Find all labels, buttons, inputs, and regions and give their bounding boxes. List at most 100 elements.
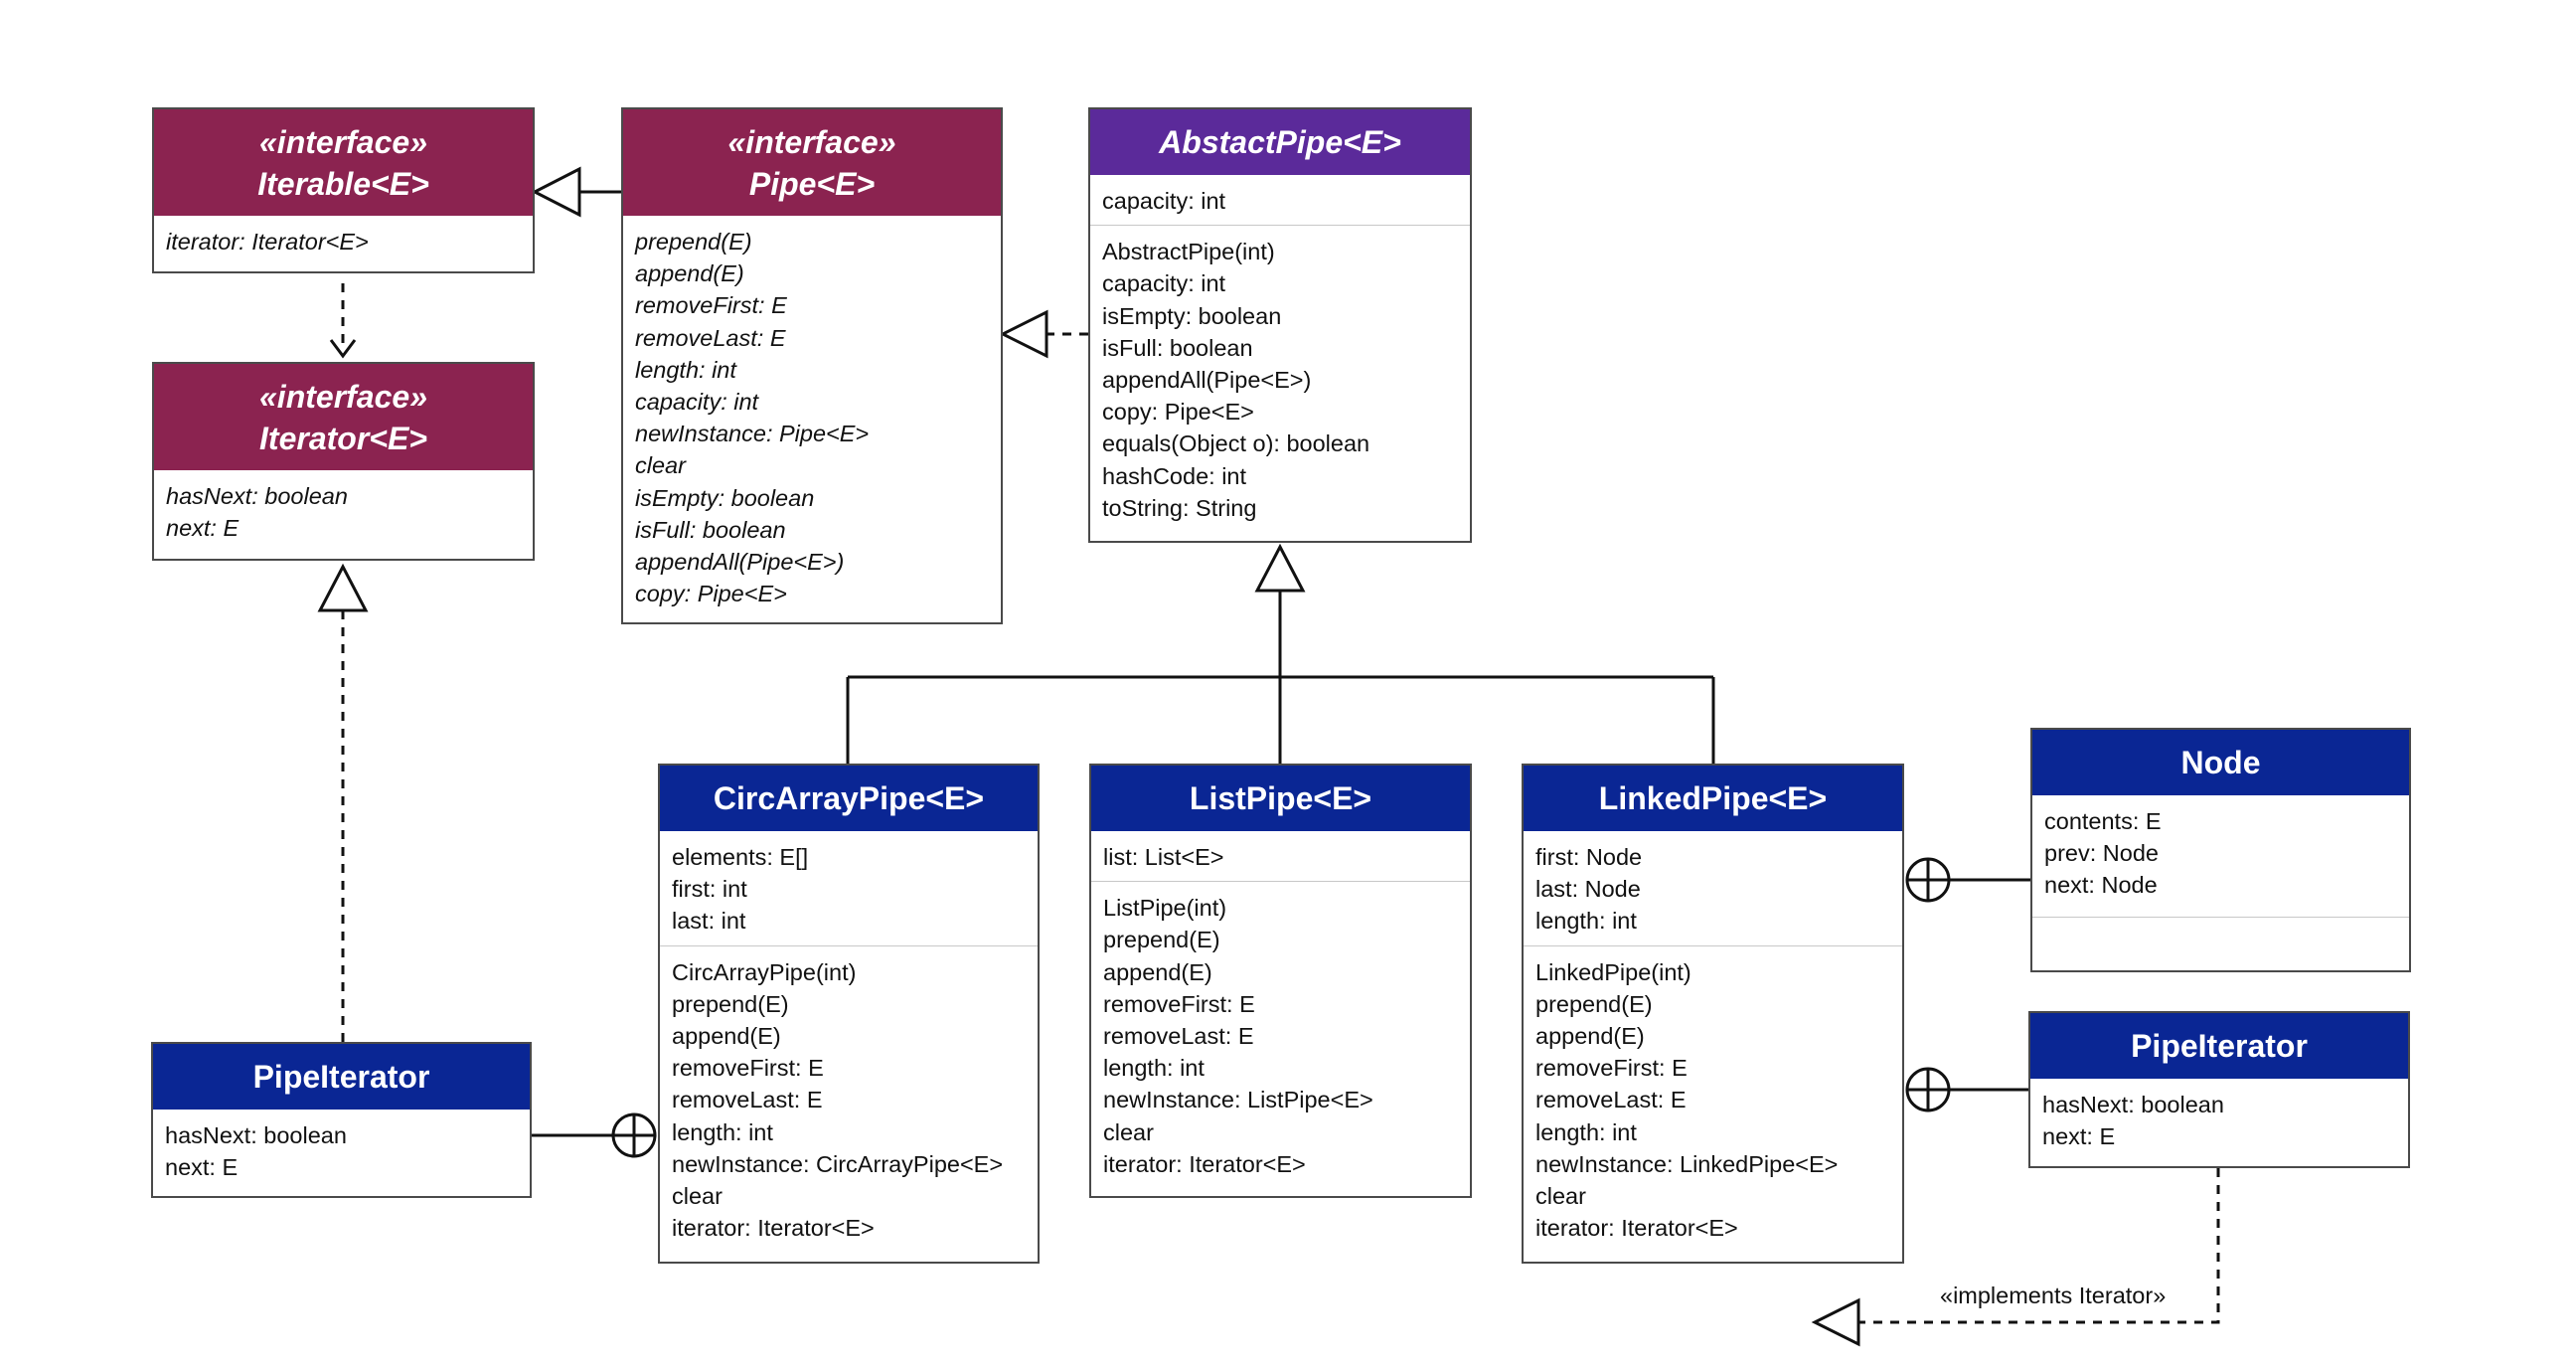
operation: append(E) xyxy=(635,260,744,287)
operation: isEmpty: boolean xyxy=(635,484,815,511)
operation: equals(Object o): boolean xyxy=(1102,430,1370,457)
implements-iterator-arrowhead xyxy=(1811,1297,1860,1347)
attribute: next: Node xyxy=(2044,872,2158,899)
operation: copy: Pipe<E> xyxy=(635,581,787,607)
operation: prepend(E) xyxy=(1535,990,1653,1017)
operation: length: int xyxy=(1103,1055,1205,1082)
class-name: PipeIterator xyxy=(252,1059,430,1095)
attribute: first: Node xyxy=(1535,844,1643,870)
listpipe-class-box: ListPipe<E> list: List<E> ListPipe(int) … xyxy=(1089,764,1472,1198)
attributes-section: iterator: Iterator<E> xyxy=(154,216,533,265)
implements-iterator-elbow-line xyxy=(1858,1168,2220,1324)
circarraypipe-header: CircArrayPipe<E> xyxy=(660,766,1038,831)
iterator-interface-box: «interface» Iterator<E> hasNext: boolean… xyxy=(152,362,535,561)
attributes-section: list: List<E> xyxy=(1091,831,1470,881)
iterable-header: «interface» Iterable<E> xyxy=(154,109,533,216)
operation: prepend(E) xyxy=(1103,927,1220,953)
pipe-header: «interface» Pipe<E> xyxy=(623,109,1001,216)
iterator-header: «interface» Iterator<E> xyxy=(154,364,533,470)
operation: iterator: Iterator<E> xyxy=(1103,1150,1306,1177)
operation: removeLast: E xyxy=(635,324,786,351)
stereotype-label: «interface» xyxy=(259,378,427,415)
circarraypipe-class-box: CircArrayPipe<E> elements: E[] first: in… xyxy=(658,764,1040,1264)
iterable-uses-iterator-arrowhead xyxy=(329,339,357,359)
abstractpipe-class-box: AbstactPipe<E> capacity: int AbstractPip… xyxy=(1088,107,1472,543)
linkedpipe-header: LinkedPipe<E> xyxy=(1524,766,1902,831)
attributes-section: capacity: int xyxy=(1090,175,1470,225)
operation: removeFirst: E xyxy=(1535,1055,1688,1082)
operation: removeFirst: E xyxy=(635,292,787,319)
operation: CircArrayPipe(int) xyxy=(672,958,857,985)
attribute: list: List<E> xyxy=(1103,844,1224,870)
operation: newInstance: Pipe<E> xyxy=(635,421,870,447)
operation: removeLast: E xyxy=(1103,1023,1254,1050)
attribute: hasNext: boolean xyxy=(166,483,348,509)
attributes-section: elements: E[] first: int last: int xyxy=(660,831,1038,945)
pipeiterator-right-class-box: PipeIterator hasNext: boolean next: E xyxy=(2028,1011,2410,1168)
attribute: prev: Node xyxy=(2044,840,2159,867)
attribute: iterator: Iterator<E> xyxy=(166,229,369,255)
operation: capacity: int xyxy=(1102,270,1226,297)
pipe-interface-box: «interface» Pipe<E> prepend(E) append(E)… xyxy=(621,107,1003,624)
class-name: CircArrayPipe<E> xyxy=(713,780,985,816)
pipeiterator-header: PipeIterator xyxy=(2030,1013,2408,1079)
attribute: hasNext: boolean xyxy=(2042,1092,2224,1117)
operations-section: LinkedPipe(int) prepend(E) append(E) rem… xyxy=(1524,944,1902,1253)
class-name: LinkedPipe<E> xyxy=(1598,780,1828,816)
operation: clear xyxy=(635,452,686,479)
operation: iterator: Iterator<E> xyxy=(672,1215,875,1242)
operation: appendAll(Pipe<E>) xyxy=(1102,367,1312,394)
operation: copy: Pipe<E> xyxy=(1102,399,1254,426)
operation: removeFirst: E xyxy=(1103,990,1255,1017)
attribute: hasNext: boolean xyxy=(165,1122,347,1148)
pipe-extends-iterable-arrowhead xyxy=(531,166,581,218)
operation: removeLast: E xyxy=(672,1087,823,1113)
linkedpipe-class-box: LinkedPipe<E> first: Node last: Node len… xyxy=(1522,764,1904,1264)
operation: ListPipe(int) xyxy=(1103,895,1227,922)
attribute: length: int xyxy=(1535,908,1637,935)
operation: append(E) xyxy=(1535,1023,1645,1050)
node-class-box: Node contents: E prev: Node next: Node xyxy=(2030,728,2411,972)
operation: length: int xyxy=(672,1118,773,1145)
attributes-section: hasNext: boolean next: E xyxy=(2030,1079,2408,1160)
operation: iterator: Iterator<E> xyxy=(1535,1215,1738,1242)
subclasses-to-abstractpipe-arrowhead xyxy=(1254,543,1306,593)
pipeiterator-header: PipeIterator xyxy=(153,1044,530,1110)
operation: removeFirst: E xyxy=(672,1055,824,1082)
attribute: first: int xyxy=(672,876,747,903)
pipeiterator-implements-iterator-arrowhead xyxy=(317,563,369,612)
operation: capacity: int xyxy=(635,389,759,416)
operation: length: int xyxy=(1535,1118,1637,1145)
operations-section: AbstractPipe(int) capacity: int isEmpty:… xyxy=(1090,225,1470,532)
operation: isEmpty: boolean xyxy=(1102,302,1282,329)
operation: newInstance: ListPipe<E> xyxy=(1103,1087,1373,1113)
node-header: Node xyxy=(2032,730,2409,795)
abstractpipe-header: AbstactPipe<E> xyxy=(1090,109,1470,175)
operations-section: CircArrayPipe(int) prepend(E) append(E) … xyxy=(660,944,1038,1253)
operation: AbstractPipe(int) xyxy=(1102,239,1275,265)
attributes-section: first: Node last: Node length: int xyxy=(1524,831,1902,945)
class-name: Iterator<E> xyxy=(259,420,427,456)
attributes-section: contents: E prev: Node next: Node xyxy=(2032,795,2409,917)
operations-section: ListPipe(int) prepend(E) append(E) remov… xyxy=(1091,881,1470,1188)
attribute: elements: E[] xyxy=(672,844,809,870)
operation: prepend(E) xyxy=(672,990,789,1017)
attributes-section: hasNext: boolean next: E xyxy=(153,1110,530,1191)
operation: removeLast: E xyxy=(1535,1087,1687,1113)
attribute: next: E xyxy=(166,515,240,542)
stereotype-label: «interface» xyxy=(259,123,427,160)
operation: newInstance: LinkedPipe<E> xyxy=(1535,1150,1839,1177)
attribute: last: int xyxy=(672,908,746,935)
operation: isFull: boolean xyxy=(1102,334,1253,361)
operation: isFull: boolean xyxy=(635,516,786,543)
operation: appendAll(Pipe<E>) xyxy=(635,549,845,576)
class-name: Node xyxy=(2180,745,2261,780)
implements-iterator-label: «implements Iterator» xyxy=(1940,1282,2167,1308)
class-name: Pipe<E> xyxy=(748,165,876,202)
listpipe-header: ListPipe<E> xyxy=(1091,766,1470,831)
iterable-interface-box: «interface» Iterable<E> iterator: Iterat… xyxy=(152,107,535,273)
operations-section: prepend(E) append(E) removeFirst: E remo… xyxy=(623,216,1001,617)
attribute: capacity: int xyxy=(1102,188,1226,214)
operation: append(E) xyxy=(672,1023,781,1050)
